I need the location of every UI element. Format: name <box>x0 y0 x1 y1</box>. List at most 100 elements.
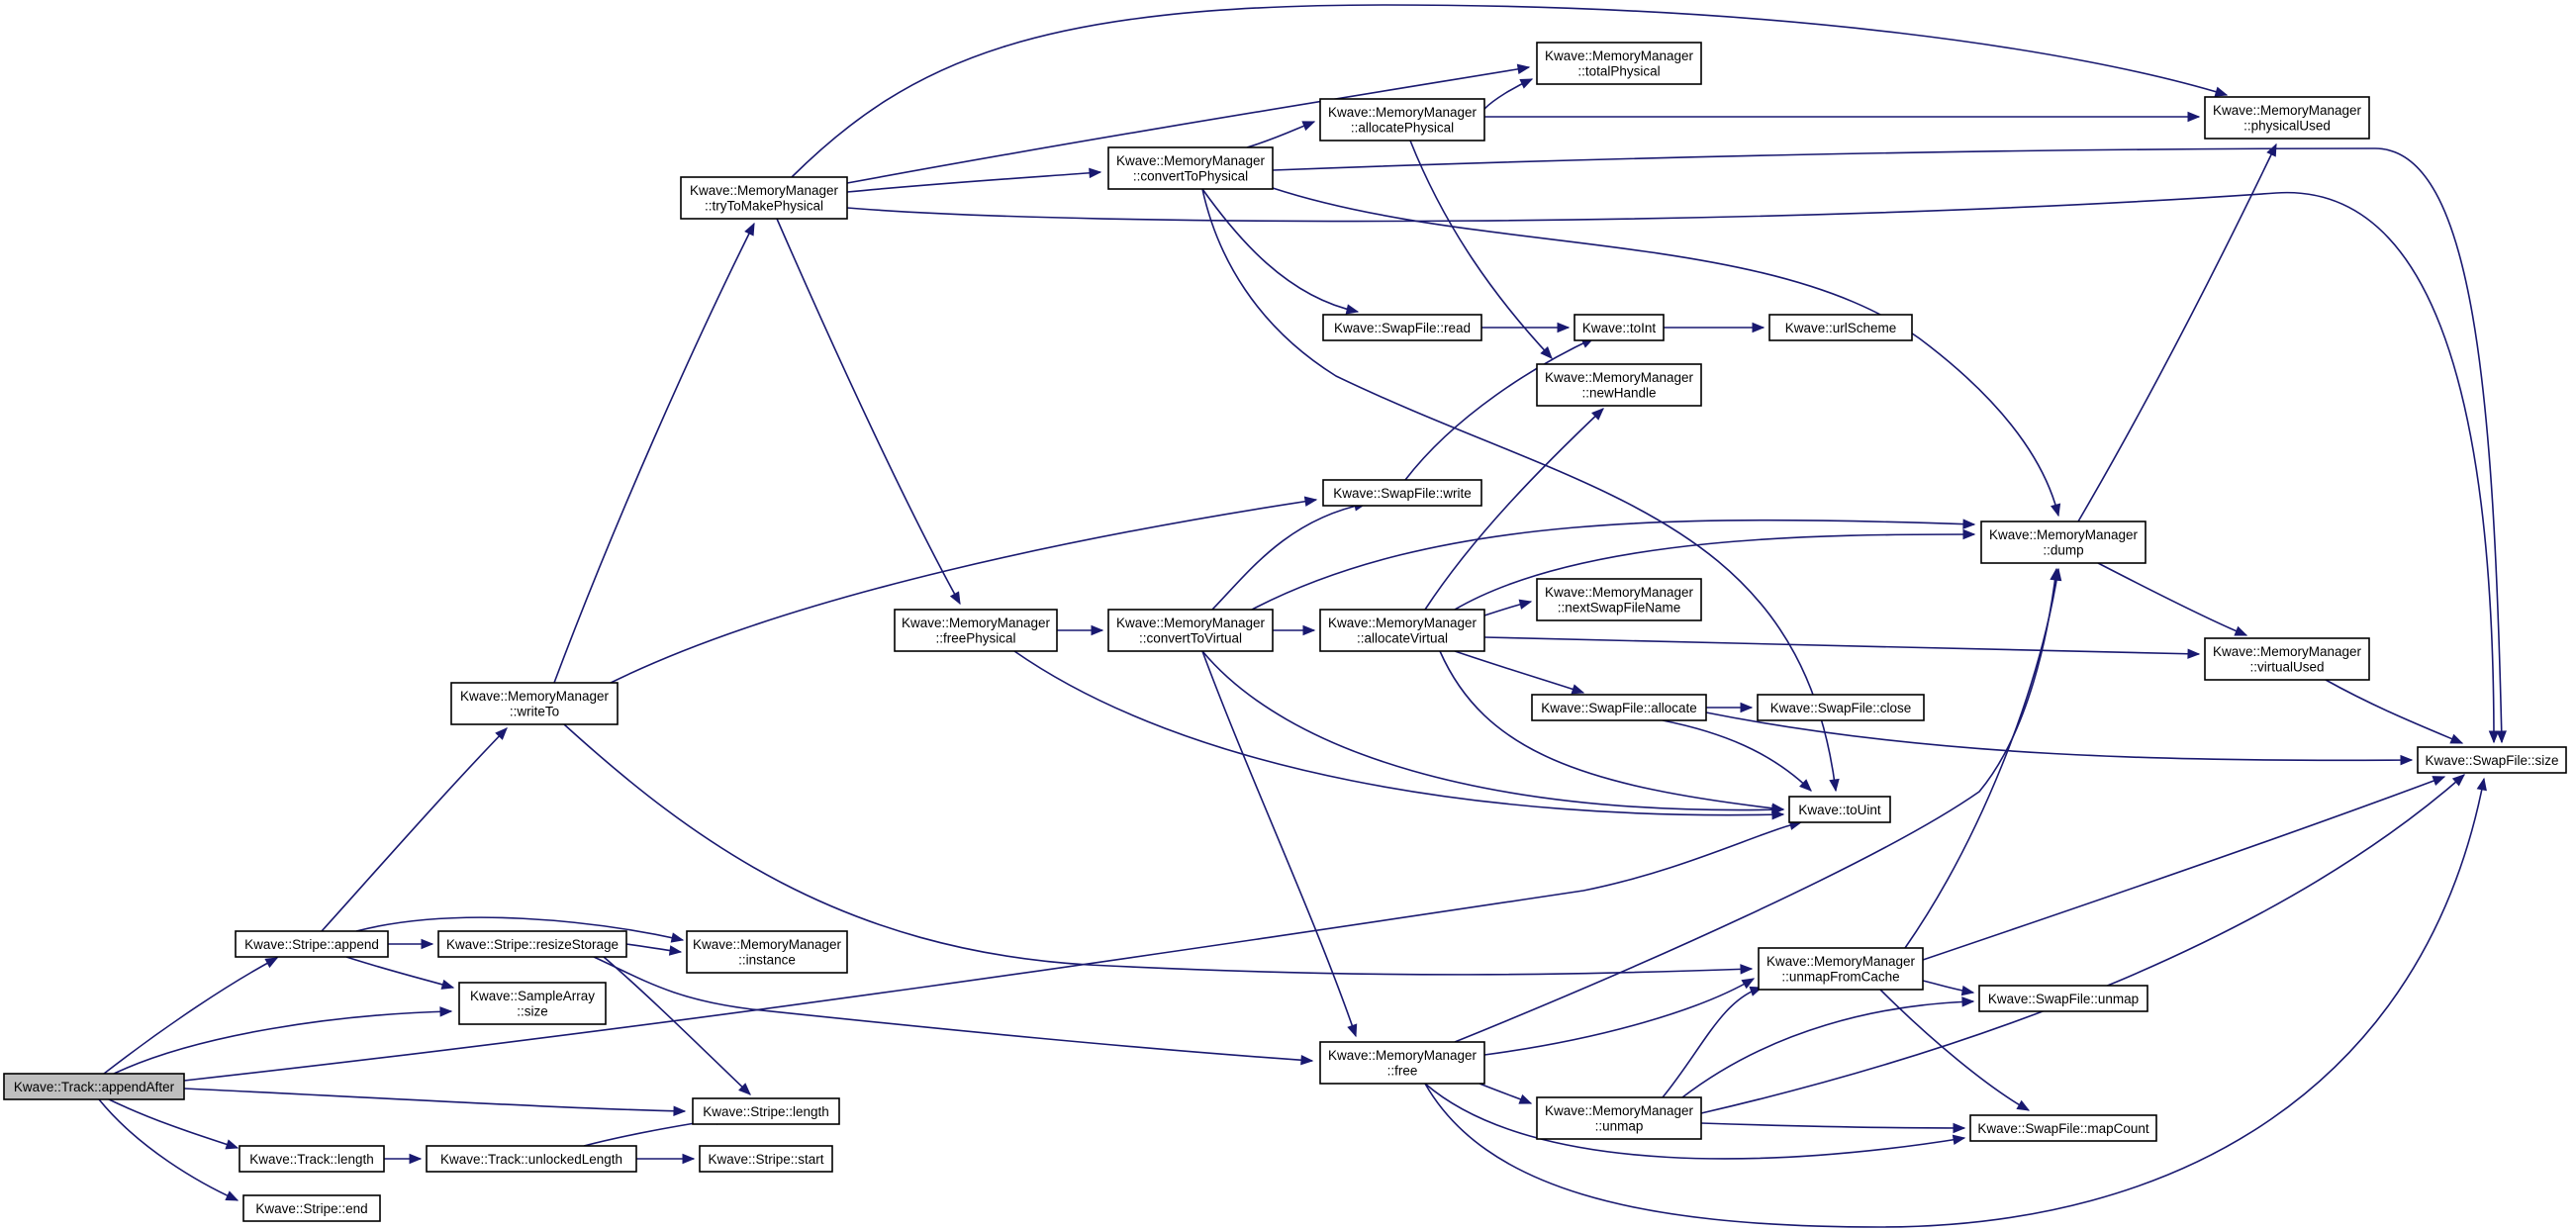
node-convertToPhysical[interactable]: Kwave::MemoryManager::convertToPhysical <box>1107 146 1274 190</box>
node-physicalUsed[interactable]: Kwave::MemoryManager::physicalUsed <box>2204 96 2370 140</box>
node-box <box>1531 694 1707 721</box>
edge-freePhysical-to-toUint <box>1013 650 1785 820</box>
node-box <box>699 1145 833 1173</box>
edge-arrowhead <box>2234 625 2248 636</box>
edge-arrowhead <box>1740 964 1754 975</box>
edge-arrowhead <box>1741 978 1756 990</box>
node-unmap[interactable]: Kwave::MemoryManager::unmap <box>1536 1096 1702 1140</box>
edge-arrowhead <box>2051 503 2061 518</box>
edge-unmapFromCache-to-swapSize <box>1922 776 2446 961</box>
edge-arrowhead <box>1962 528 1976 540</box>
edge-arrowhead <box>1591 408 1604 421</box>
edge-convertToVirtual-to-toUint <box>1201 650 1785 815</box>
node-label-line: ::dump <box>2043 543 2083 558</box>
node-label-line: Kwave::SwapFile::close <box>1770 701 1912 715</box>
node-box <box>450 682 619 725</box>
node-instance[interactable]: Kwave::MemoryManager::instance <box>686 930 848 974</box>
node-trackLength[interactable]: Kwave::Track::length <box>239 1145 385 1173</box>
node-virtualUsed[interactable]: Kwave::MemoryManager::virtualUsed <box>2204 637 2370 681</box>
edge-line <box>103 957 278 1075</box>
node-toInt[interactable]: Kwave::toInt <box>1574 314 1665 341</box>
node-freePhysical[interactable]: Kwave::MemoryManager::freePhysical <box>894 609 1058 652</box>
node-swapWrite[interactable]: Kwave::SwapFile::write <box>1322 479 1482 507</box>
node-swapRead[interactable]: Kwave::SwapFile::read <box>1322 314 1482 341</box>
node-tryToMakePhysical[interactable]: Kwave::MemoryManager::tryToMakePhysical <box>680 176 848 220</box>
edge-arrowhead <box>1961 996 1975 1007</box>
node-box <box>1322 314 1482 341</box>
node-urlScheme[interactable]: Kwave::urlScheme <box>1768 314 1913 341</box>
node-box <box>239 1145 385 1173</box>
edge-unmapFromCache-to-swapUnmap <box>1922 980 1975 996</box>
node-appendAfter[interactable]: Kwave::Track::appendAfter <box>3 1073 185 1100</box>
edge-arrowhead <box>2016 1099 2031 1111</box>
node-writeTo[interactable]: Kwave::MemoryManager::writeTo <box>450 682 619 725</box>
edge-line <box>1211 503 1367 611</box>
edge-free-to-swapSize <box>1424 777 2487 1228</box>
edge-arrowhead <box>1089 167 1102 179</box>
node-box <box>1319 1041 1485 1085</box>
node-label-line: Kwave::MemoryManager <box>693 937 842 952</box>
edge-dump-to-physicalUsed <box>2077 142 2277 522</box>
node-resizeStorage[interactable]: Kwave::Stripe::resizeStorage <box>437 930 627 958</box>
edge-resizeStorage-to-stripeLength <box>603 956 751 1095</box>
node-stripeEnd[interactable]: Kwave::Stripe::end <box>242 1194 381 1222</box>
edge-writeTo-to-swapWrite <box>610 496 1318 684</box>
node-newHandle[interactable]: Kwave::MemoryManager::newHandle <box>1536 363 1702 407</box>
edge-unmap-to-mapCount <box>1700 1122 1966 1134</box>
edge-allocateVirtual-to-toUint <box>1439 650 1785 813</box>
node-nextSwapFileName[interactable]: Kwave::MemoryManager::nextSwapFileName <box>1536 578 1702 621</box>
edge-arrowhead <box>1300 1054 1314 1066</box>
node-allocatePhysical[interactable]: Kwave::MemoryManager::allocatePhysical <box>1319 98 1485 142</box>
node-allocateVirtual[interactable]: Kwave::MemoryManager::allocateVirtual <box>1319 609 1485 652</box>
edge-convertToPhysical-to-allocatePhysical <box>1246 121 1316 148</box>
edge-line <box>345 956 454 989</box>
edge-arrowhead <box>225 1190 239 1201</box>
node-label-line: ::freePhysical <box>935 631 1015 646</box>
node-totalPhysical[interactable]: Kwave::MemoryManager::totalPhysical <box>1536 42 1702 85</box>
node-swapUnmap[interactable]: Kwave::SwapFile::unmap <box>1978 985 2148 1012</box>
node-sampleArraySize[interactable]: Kwave::SampleArray::size <box>458 982 607 1025</box>
edge-line <box>1201 188 1837 792</box>
node-unmapFromCache[interactable]: Kwave::MemoryManager::unmapFromCache <box>1758 947 1924 991</box>
node-label-line: Kwave::MemoryManager <box>1328 1048 1478 1063</box>
edge-arrowhead <box>1516 63 1531 75</box>
node-mapCount[interactable]: Kwave::SwapFile::mapCount <box>1969 1114 2157 1142</box>
edge-line <box>1483 636 2200 655</box>
node-box <box>235 930 389 958</box>
edge-swapWrite-to-toInt <box>1404 337 1595 481</box>
node-dump[interactable]: Kwave::MemoryManager::dump <box>1980 521 2147 564</box>
node-label-line: Kwave::toInt <box>1582 321 1657 335</box>
edge-arrowhead <box>2214 86 2229 97</box>
node-label-line: Kwave::MemoryManager <box>1545 48 1694 63</box>
edge-line <box>2097 562 2247 636</box>
node-swapAllocate[interactable]: Kwave::SwapFile::allocate <box>1531 694 1707 721</box>
node-label-line: Kwave::Stripe::start <box>708 1152 823 1167</box>
node-label-line: Kwave::MemoryManager <box>1545 370 1694 385</box>
edge-line <box>1879 989 2030 1111</box>
node-stripeLength[interactable]: Kwave::Stripe::length <box>692 1097 840 1125</box>
node-convertToVirtual[interactable]: Kwave::MemoryManager::convertToVirtual <box>1107 609 1274 652</box>
node-label-line: Kwave::MemoryManager <box>690 183 839 198</box>
edge-toInt-to-urlScheme <box>1664 322 1765 333</box>
edge-line <box>1272 147 2503 743</box>
edge-allocatePhysical-to-newHandle <box>1409 140 1553 359</box>
node-toUint[interactable]: Kwave::toUint <box>1788 796 1891 823</box>
node-stripeAppend[interactable]: Kwave::Stripe::append <box>235 930 389 958</box>
node-label-line: ::newHandle <box>1581 386 1656 401</box>
node-label-line: Kwave::SwapFile::unmap <box>1988 992 2139 1006</box>
node-swapClose[interactable]: Kwave::SwapFile::close <box>1757 694 1925 721</box>
edge-dump-to-virtualUsed <box>2097 562 2248 636</box>
node-unlockedLength[interactable]: Kwave::Track::unlockedLength <box>426 1145 637 1173</box>
edge-unmap-to-swapSize <box>1700 774 2465 1114</box>
node-stripeStart[interactable]: Kwave::Stripe::start <box>699 1145 833 1173</box>
edge-line <box>603 956 751 1095</box>
node-free[interactable]: Kwave::MemoryManager::free <box>1319 1041 1485 1085</box>
node-label-line: Kwave::MemoryManager <box>1545 585 1694 600</box>
node-box <box>686 930 848 974</box>
node-label-line: Kwave::MemoryManager <box>2213 103 2362 118</box>
node-swapSize[interactable]: Kwave::SwapFile::size <box>2417 746 2567 774</box>
edge-arrowhead <box>744 222 755 237</box>
node-box <box>1319 609 1485 652</box>
edge-convertToVirtual-to-swapWrite <box>1211 501 1368 611</box>
edge-allocateVirtual-to-newHandle <box>1424 408 1604 611</box>
